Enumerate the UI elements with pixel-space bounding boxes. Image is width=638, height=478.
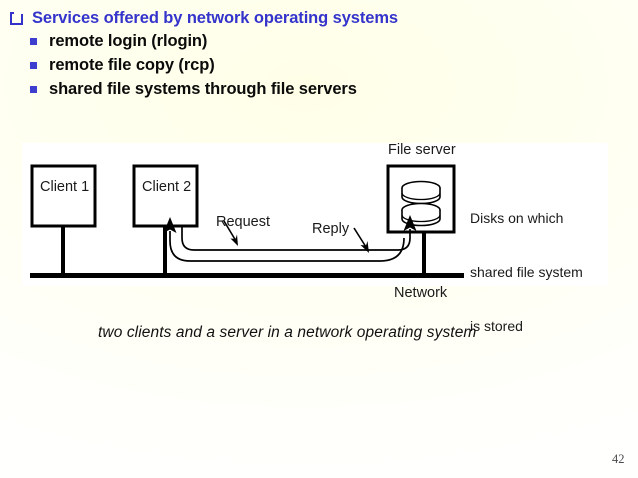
square-bullet-icon [30, 62, 37, 69]
network-label: Network [394, 285, 448, 301]
page-title: Services offered by network operating sy… [32, 9, 398, 27]
fileserver-drop-line [422, 232, 426, 274]
bullet-item-1: remote file copy (rcp) [0, 54, 620, 77]
network-diagram-svg [30, 164, 464, 278]
disks-annotation-line: shared file system [470, 264, 583, 280]
reply-arrowhead [163, 217, 177, 233]
disks-annotation: Disks on which shared file system is sto… [470, 173, 583, 371]
bullet-list: Services offered by network operating sy… [0, 8, 620, 102]
request-leader-arrowhead [230, 234, 238, 246]
reply-leader-arrowhead [360, 241, 369, 253]
bullet-title-row: Services offered by network operating sy… [0, 8, 620, 28]
client2-box [132, 164, 199, 228]
bullet-item-label: remote login (rlogin) [49, 32, 208, 50]
client1-label: Client 1 [40, 179, 90, 195]
bullet-item-label: remote file copy (rcp) [49, 56, 215, 74]
square-bullet-icon [30, 38, 37, 45]
disk-cylinder-icon [401, 202, 441, 227]
bullet-item-label: shared file systems through file servers [49, 80, 357, 98]
bullet-item-0: remote login (rlogin) [0, 30, 620, 53]
square-bullet-icon [30, 86, 37, 93]
fileserver-label: File server [388, 142, 456, 158]
request-label: Request [216, 214, 271, 230]
request-leader-line [223, 220, 237, 242]
network-diagram [22, 143, 608, 286]
disks-annotation-line: is stored [470, 318, 523, 334]
client2-drop-line [163, 226, 167, 274]
client1-box [30, 164, 97, 228]
request-flow-line [181, 226, 411, 251]
client2-label: Client 2 [142, 179, 192, 195]
reply-label: Reply [312, 221, 350, 237]
network-bus-line [30, 273, 464, 278]
bullet-item-2: shared file systems through file servers [0, 78, 620, 101]
reply-flow-line [169, 231, 405, 262]
request-arrowhead [403, 215, 417, 231]
figure-caption: two clients and a server in a network op… [98, 324, 477, 341]
client1-drop-line [61, 226, 65, 274]
hollow-square-bullet-icon [10, 11, 25, 25]
page-number: 42 [612, 452, 625, 466]
disks-annotation-line: Disks on which [470, 210, 564, 226]
disk-cylinder-icon [401, 180, 441, 205]
reply-leader-line [353, 227, 367, 248]
